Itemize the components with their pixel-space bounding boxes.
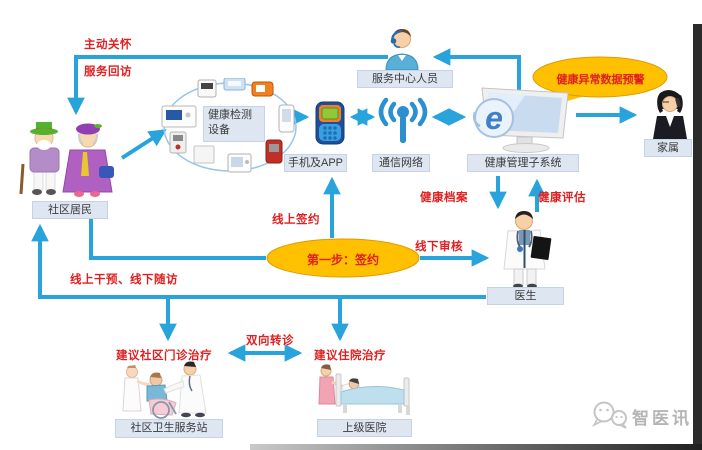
node-community-residents: 社区居民 — [32, 201, 108, 219]
line-residents-to-step — [89, 219, 266, 260]
health-device-icon — [227, 153, 252, 173]
arrow-system-to-service-center — [432, 48, 521, 93]
health-device-icon — [223, 78, 246, 91]
health-device-icon — [169, 131, 187, 154]
window-edge-bottom — [250, 444, 702, 450]
alert-bubble-text: 健康异常数据预警 — [556, 74, 645, 86]
label-online-sign: 线上签约 — [272, 214, 320, 226]
label-health-assessment: 健康评估 — [538, 192, 586, 204]
node-health-devices: 健康检测设备 — [203, 106, 265, 142]
ie-e-glyph: e — [485, 100, 503, 136]
node-doctor: 医生 — [487, 287, 564, 305]
logo-text: 智医讯 — [632, 409, 692, 428]
node-mobile-app: 手机及APP — [284, 154, 347, 172]
elderly-couple-icon — [19, 122, 114, 197]
label-health-record: 健康档案 — [420, 192, 468, 204]
node-community-station: 社区卫生服务站 — [115, 419, 223, 438]
chat-bubbles-icon — [591, 401, 627, 429]
label-service-followup: 服务回访 — [84, 66, 132, 78]
arrow-doctor-to-residents-intervention — [31, 223, 486, 299]
node-health-mgmt-system: 健康管理子系统 — [467, 154, 579, 172]
window-edge-right — [693, 24, 702, 450]
node-family: 家属 — [644, 139, 692, 157]
health-device-icon — [265, 139, 283, 164]
label-suggest-outpatient: 建议社区门诊治疗 — [116, 350, 212, 362]
label-active-care: 主动关怀 — [84, 39, 132, 51]
node-comm-network: 通信网络 — [372, 154, 430, 172]
alert-bubble — [532, 56, 668, 98]
wifi-antenna-icon — [378, 97, 428, 143]
health-device-icon — [197, 79, 217, 98]
medical-devices-ring-icon — [161, 78, 297, 173]
arrow-care-to-residents — [67, 55, 388, 116]
health-device-icon — [193, 145, 215, 164]
hospital-bed-icon — [318, 364, 410, 415]
clinic-scene-icon — [122, 361, 207, 419]
step-one-text: 第一步：签约 — [306, 253, 379, 267]
doctor-icon — [503, 211, 552, 288]
health-device-icon — [278, 104, 295, 133]
operator-headset-icon — [385, 29, 419, 71]
feature-phone-icon — [315, 101, 345, 145]
step-one-ellipse — [266, 238, 420, 278]
health-device-icon — [161, 105, 197, 128]
node-upper-hospital: 上级医院 — [317, 419, 412, 437]
label-offline-review: 线下审核 — [415, 241, 463, 253]
person-on-phone-icon — [653, 89, 687, 139]
label-online-intervention: 线上干预、线下随访 — [70, 274, 178, 286]
desktop-computer-e-icon: e — [472, 87, 569, 153]
node-service-center: 服务中心人员 — [357, 70, 453, 88]
label-two-way-referral: 双向转诊 — [246, 335, 294, 347]
label-suggest-hospitalization: 建议住院治疗 — [314, 350, 386, 362]
health-device-icon — [251, 81, 274, 97]
arrow-residents-to-devices — [120, 129, 167, 160]
